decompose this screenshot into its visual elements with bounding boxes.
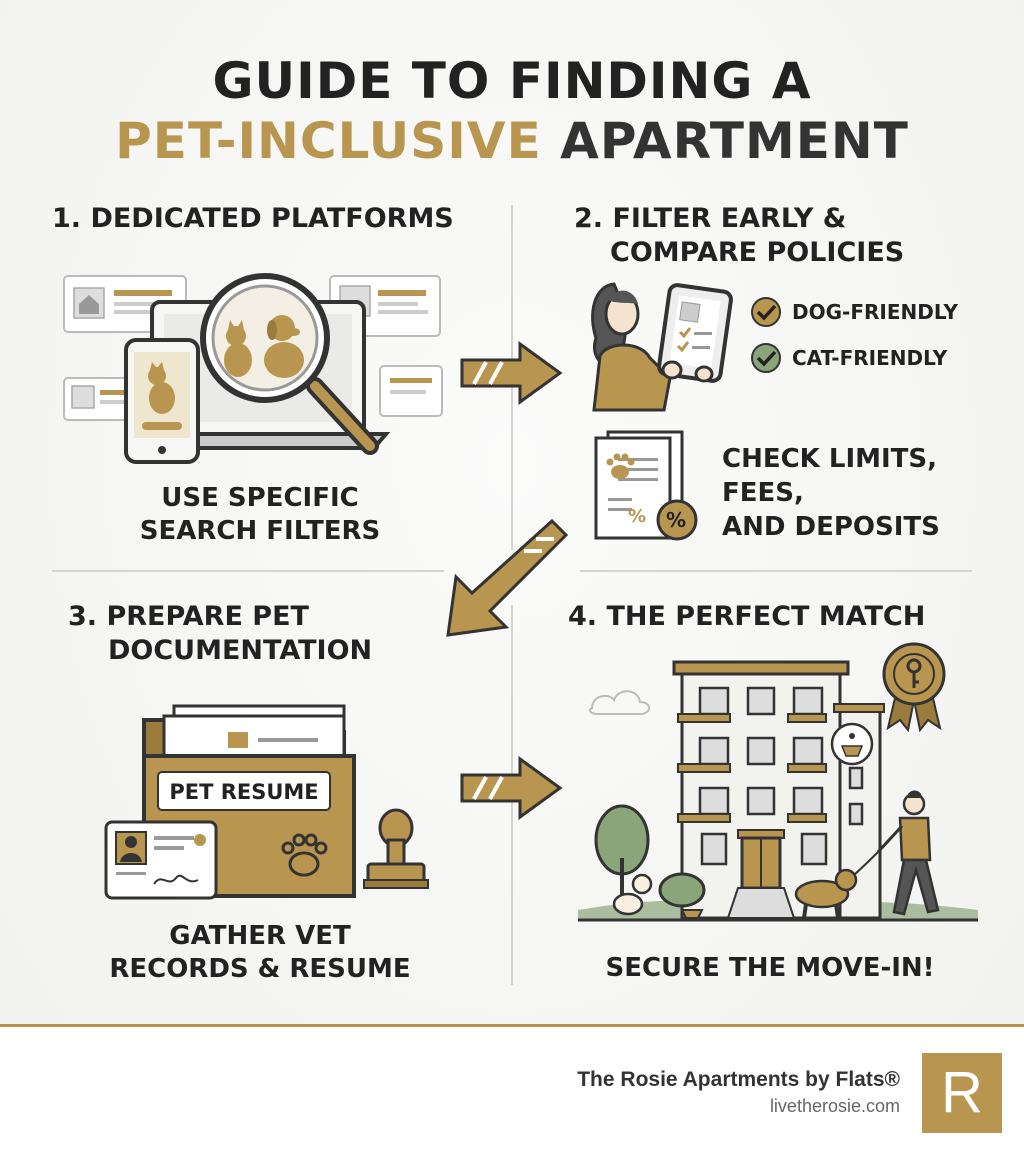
percent-badge-symbol: % [666,508,686,532]
step-3-caption-line-2: RECORDS & RESUME [109,954,411,984]
step-2-heading-line-2: COMPARE POLICIES [610,237,905,268]
limits-line-1: CHECK LIMITS, [722,444,938,474]
step-1-caption: USE SPECIFIC SEARCH FILTERS [80,482,440,548]
percent-symbol: % [628,506,646,527]
limits-line-2: FEES, [722,478,804,508]
step-3-heading-line-1: 3. PREPARE PET [68,601,309,632]
footer: The Rosie Apartments by Flats® livethero… [0,1024,1024,1154]
arrow-right-icon [460,756,563,820]
step-3-caption: GATHER VET RECORDS & RESUME [80,920,440,986]
brand-name: The Rosie Apartments by Flats® [577,1068,900,1091]
step-4-caption: SECURE THE MOVE-IN! [605,953,935,983]
title-line-1: GUIDE TO FINDING A [212,52,812,110]
limits-line-3: AND DEPOSITS [722,512,940,542]
key-award-badge-icon [882,642,946,732]
arrow-diagonal-icon [446,518,569,637]
platforms-illustration [63,273,443,464]
pet-documents-illustration: PET RESUME [104,704,429,900]
step-1-caption-line-1: USE SPECIFIC [161,483,359,513]
divider-horizontal-right [580,570,972,572]
apartment-building-illustration [578,660,978,922]
woman-with-tablet-illustration [591,282,733,412]
step-1-caption-line-2: SEARCH FILTERS [139,516,381,546]
step-2-heading-line-1: 2. FILTER EARLY & [574,203,847,234]
step-1-heading: 1. DEDICATED PLATFORMS [52,203,454,234]
title-line-2: PET-INCLUSIVE APARTMENT [0,112,1024,170]
title-rest: APARTMENT [541,112,909,170]
folder-label: PET RESUME [169,780,318,804]
brand: The Rosie Apartments by Flats® livethero… [577,1068,900,1117]
divider-horizontal-left [52,570,444,572]
step-3-caption-line-1: GATHER VET [169,921,351,951]
listing-card-icon [379,365,443,417]
title-accent: PET-INCLUSIVE [115,112,542,170]
brand-logo: R [922,1053,1002,1133]
step-3-heading-line-2: DOCUMENTATION [108,635,373,666]
pet-policy-documents-icon: % % [594,430,698,541]
phone-icon [124,338,200,464]
check-cat-friendly: CAT-FRIENDLY [792,346,948,370]
check-circle-icon [751,343,781,373]
step-3-heading: 3. PREPARE PET DOCUMENTATION [68,600,468,668]
step-2-heading: 2. FILTER EARLY & COMPARE POLICIES [574,202,994,270]
step-4-heading: 4. THE PERFECT MATCH [568,601,926,632]
step-2-limits-text: CHECK LIMITS, FEES, AND DEPOSITS [722,442,940,544]
arrow-right-icon [460,341,563,405]
check-dog-friendly: DOG-FRIENDLY [792,300,958,324]
brand-url: livetherosie.com [769,1096,900,1116]
cloud-icon [589,690,650,715]
magnifying-glass-icon [200,273,379,455]
check-circle-icon [751,297,781,327]
